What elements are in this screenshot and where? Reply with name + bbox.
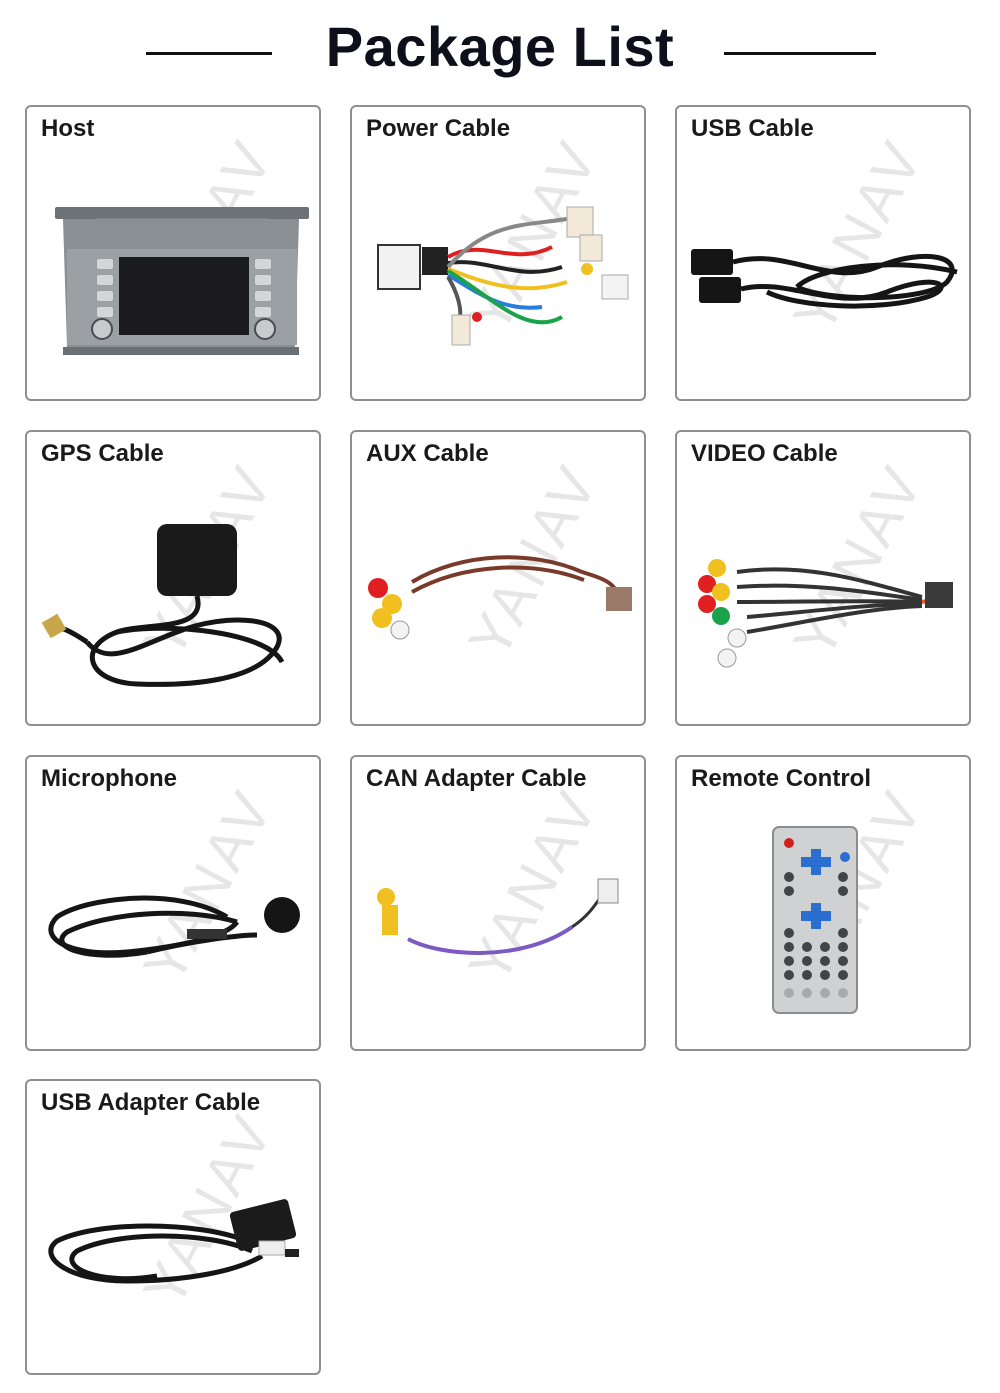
item-card-host: YANAV Host <box>25 105 321 401</box>
item-label: USB Cable <box>691 115 814 142</box>
aux-cable-image: YANAV <box>368 454 632 668</box>
item-label: Microphone <box>41 765 177 792</box>
item-card-aux-cable: YANAV AUX Cable <box>350 430 646 726</box>
item-card-gps-cable: YANAV GPS Cable <box>25 430 321 726</box>
item-label: Power Cable <box>366 115 511 142</box>
item-card-microphone: YANAV Microphone <box>25 755 321 1051</box>
item-card-usb-adapter-cable: YANAV USB Adapter Cable <box>25 1079 321 1375</box>
power-cable-image: YANAV <box>377 129 629 346</box>
watermark-text: YANAV <box>456 779 611 993</box>
usb-adapter-image: YANAV <box>48 1103 299 1317</box>
item-label: Remote Control <box>691 765 871 792</box>
watermark-text: YANAV <box>781 454 936 668</box>
page-title: Package List <box>325 15 675 78</box>
remote-control-image: YANAV <box>772 779 936 1014</box>
header-rule-left <box>146 52 272 55</box>
item-card-usb-cable: YANAV USB Cable <box>675 105 971 401</box>
item-card-remote-control: YANAV Remote Control <box>675 755 971 1051</box>
usb-cable-image: YANAV <box>691 129 958 343</box>
item-label: VIDEO Cable <box>691 440 838 467</box>
item-card-can-adapter-cable: YANAV CAN Adapter Cable <box>350 755 646 1051</box>
header-rule-right <box>724 52 876 55</box>
item-label: USB Adapter Cable <box>41 1089 261 1116</box>
item-label: GPS Cable <box>41 440 164 467</box>
microphone-image: YANAV <box>48 779 300 993</box>
watermark-text: YANAV <box>781 129 936 343</box>
page-header: Package List <box>0 0 1000 100</box>
can-adapter-image: YANAV <box>377 779 619 993</box>
video-cable-image: YANAV <box>698 454 953 668</box>
head-unit-image: YANAV <box>55 129 309 355</box>
watermark-text: YANAV <box>131 779 286 993</box>
item-label: CAN Adapter Cable <box>366 765 587 792</box>
item-card-video-cable: YANAV VIDEO Cable <box>675 430 971 726</box>
gps-cable-image: YANAV <box>41 454 286 687</box>
item-card-power-cable: YANAV Power Cable <box>350 105 646 401</box>
item-label: Host <box>41 115 95 142</box>
item-label: AUX Cable <box>366 440 489 467</box>
